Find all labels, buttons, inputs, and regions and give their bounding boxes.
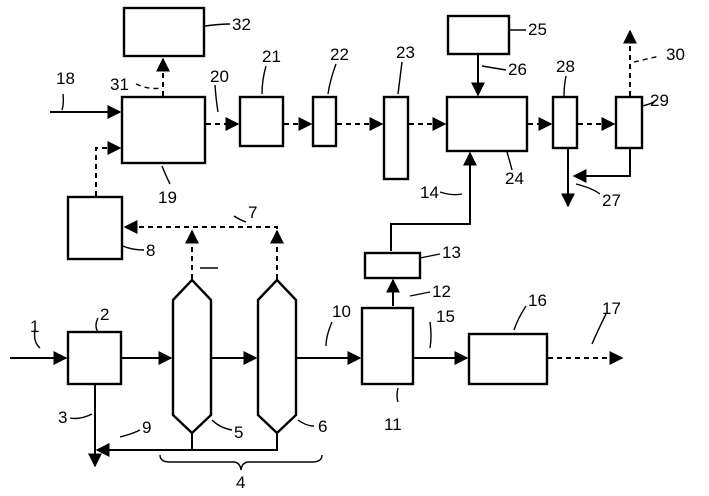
label-4: 4 xyxy=(236,473,245,492)
leader-8 xyxy=(122,245,145,251)
label-22: 22 xyxy=(330,45,349,64)
leader-27 xyxy=(575,183,601,195)
leader-16 xyxy=(513,305,527,331)
line-14 xyxy=(390,151,477,251)
label-30: 30 xyxy=(666,45,685,64)
leader-2 xyxy=(95,317,99,333)
unit-28-box xyxy=(551,95,579,150)
line-8-19 xyxy=(95,141,122,196)
label-9: 9 xyxy=(142,418,151,437)
leader-10 xyxy=(325,321,333,347)
leader-14 xyxy=(439,191,463,196)
leader-3 xyxy=(69,413,93,420)
leader-15 xyxy=(429,321,432,349)
leader-28 xyxy=(563,75,567,97)
label-15: 15 xyxy=(436,307,455,326)
unit-25-box xyxy=(446,14,511,56)
unit-29-box xyxy=(614,95,644,150)
leader-26 xyxy=(481,65,507,71)
leader-32 xyxy=(204,23,231,27)
unit-8-box xyxy=(66,195,124,261)
brace-4 xyxy=(159,454,323,471)
label-7: 7 xyxy=(248,203,257,222)
label-16: 16 xyxy=(528,291,547,310)
label-8: 8 xyxy=(146,241,155,260)
label-12: 12 xyxy=(432,282,451,301)
leader-20 xyxy=(214,84,219,113)
label-5: 5 xyxy=(234,423,243,442)
leader-29 xyxy=(641,99,657,107)
label-13: 13 xyxy=(442,243,461,262)
label-27: 27 xyxy=(602,191,621,210)
unit-11-box xyxy=(360,306,415,386)
line-7 xyxy=(123,220,278,234)
unit-16-box xyxy=(467,332,549,386)
leader-21 xyxy=(261,65,267,95)
label-21: 21 xyxy=(262,47,281,66)
leader-11 xyxy=(396,387,399,403)
leader-22 xyxy=(327,63,337,95)
label-23: 23 xyxy=(396,43,415,62)
unit-13-box xyxy=(363,251,422,280)
label-26: 26 xyxy=(508,60,527,79)
label-25: 25 xyxy=(528,20,547,39)
unit-32-box xyxy=(122,6,206,58)
label-32: 32 xyxy=(232,15,251,34)
label-31: 31 xyxy=(110,75,129,94)
leader-23 xyxy=(397,61,403,95)
recycle-line xyxy=(572,149,631,183)
label-1: 1 xyxy=(30,317,39,336)
leader-1 xyxy=(33,329,41,349)
unit-24-box xyxy=(445,95,529,153)
vessel-6 xyxy=(256,278,298,435)
label-14: 14 xyxy=(420,183,439,202)
unit-19-box xyxy=(120,95,207,165)
label-3: 3 xyxy=(58,408,67,427)
leader-24 xyxy=(506,151,513,171)
leader-7 xyxy=(233,215,247,223)
unit-2-box xyxy=(66,330,123,386)
leader-5b xyxy=(211,419,233,431)
leader-12 xyxy=(409,291,431,297)
label-19: 19 xyxy=(158,188,177,207)
label-28: 28 xyxy=(556,57,575,76)
leader-30 xyxy=(633,55,661,63)
label-18: 18 xyxy=(56,69,75,88)
leader-31 xyxy=(135,83,161,90)
label-2: 2 xyxy=(100,305,109,324)
leader-6 xyxy=(297,419,315,427)
label-6: 6 xyxy=(318,417,327,436)
label-17: 17 xyxy=(602,299,621,318)
label-24: 24 xyxy=(505,169,524,188)
unit-21-box xyxy=(238,95,285,148)
label-10: 10 xyxy=(332,302,351,321)
unit-22-box xyxy=(311,95,338,148)
vessel-5 xyxy=(171,278,213,435)
leader-18 xyxy=(61,93,65,111)
label-11: 11 xyxy=(384,415,402,434)
label-29: 29 xyxy=(650,91,669,110)
line-9 xyxy=(95,434,278,457)
leader-19 xyxy=(161,165,171,185)
leader-9 xyxy=(119,429,141,438)
unit-23-box xyxy=(382,95,410,181)
label-20: 20 xyxy=(210,67,229,86)
leader-13 xyxy=(419,253,441,259)
leader-17 xyxy=(591,313,607,345)
